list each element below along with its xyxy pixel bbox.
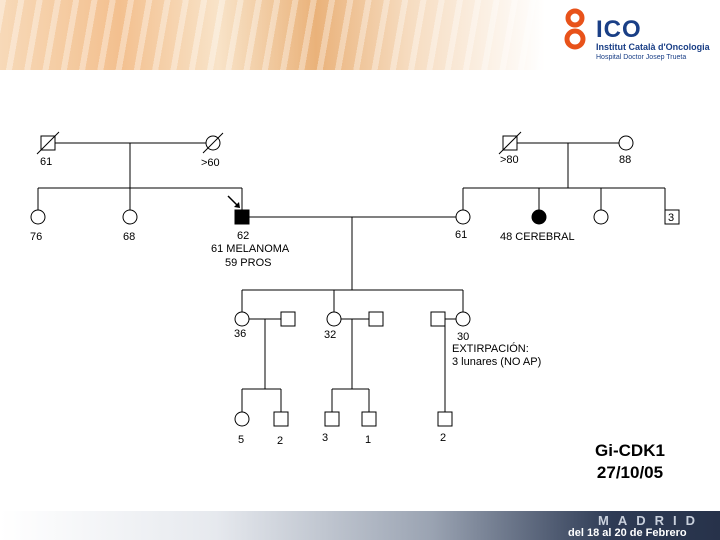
pedigree-caption: Gi-CDK1 27/10/05 [560,440,700,484]
gen4-grandchild2-age: 2 [277,435,283,447]
gen2-sibling2 [123,210,137,224]
gen4-grandchild5-age: 2 [440,432,446,444]
gen4-grandchild4 [362,412,376,426]
gen3-child3-note-detail: 3 lunares (NO AP) [452,356,541,368]
footer-dates: del 18 al 20 de Febrero [568,527,687,539]
proband-arrow-icon [228,196,240,208]
pedigree-lines [38,143,665,412]
pedigree-date: 27/10/05 [560,462,700,484]
gen3-child1 [235,312,249,326]
gen4-grandchild1-age: 5 [238,434,244,446]
gen3-child2 [327,312,341,326]
gen3-child2-spouse [369,312,383,326]
gen2-spouse [456,210,470,224]
proband-diagnosis-prostate: 59 PROS [225,257,271,269]
proband-diagnosis-melanoma: 61 MELANOMA [211,243,290,255]
gen1-mother2 [619,136,633,150]
gen1-father2-age: >80 [500,154,519,166]
gen2-spouse-age: 61 [455,229,467,241]
gen3-child1-spouse [281,312,295,326]
gen3-child3-note: EXTIRPACIÓN: [452,342,529,355]
gen1-father-age: 61 [40,156,52,168]
gen1-mother2-age: 88 [619,154,631,166]
pedigree-code: Gi-CDK1 [560,440,700,462]
gen2-sibling1-age: 76 [30,231,42,243]
gen3-child3 [456,312,470,326]
gen3-child1-age: 36 [234,328,246,340]
gen4-grandchild3 [325,412,339,426]
footer-city: MADRID [598,513,704,528]
gen2-sibling1 [31,210,45,224]
gen2-sibling2-age: 68 [123,231,135,243]
gen2-sibling4 [594,210,608,224]
gen2-proband-affected [235,210,249,224]
gen1-mother-deceased [203,133,223,153]
gen4-grandchild4-age: 1 [365,434,371,446]
gen1-mother-age: >60 [201,157,220,169]
gen2-sibling3-affected [532,210,546,224]
gen4-grandchild2 [274,412,288,426]
gen3-child3-age: 30 [457,331,469,343]
gen2-sibling3-diagnosis: 48 CEREBRAL [500,231,575,243]
gen3-child2-age: 32 [324,329,336,341]
gen4-grandchild3-age: 3 [322,432,328,444]
gen4-grandchild1 [235,412,249,426]
gen2-sibling-count: 3 [668,212,674,224]
gen2-sibling-group: 3 [665,210,679,224]
proband-age: 62 [237,230,249,242]
gen4-grandchild5 [438,412,452,426]
gen3-child3-spouse [431,312,445,326]
